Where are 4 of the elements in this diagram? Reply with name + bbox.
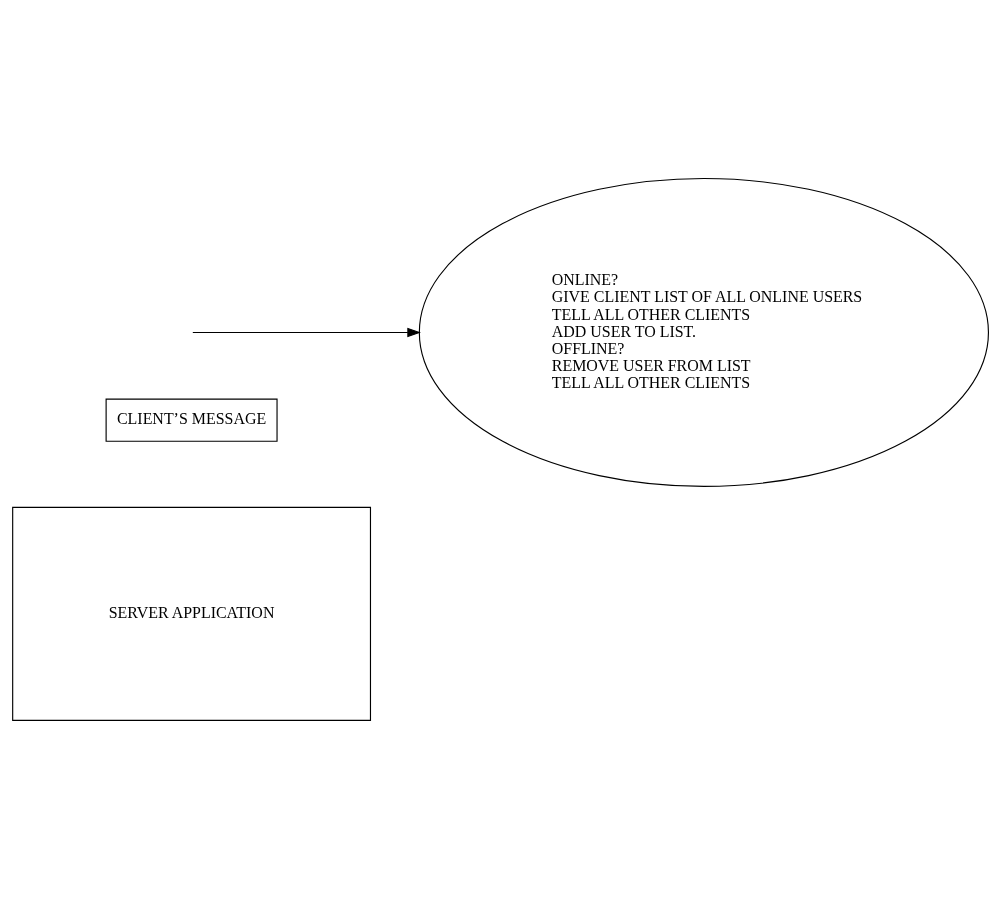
arrow [192, 327, 421, 337]
node-ellipse: ONLINE? GIVE CLIENT LIST OF ALL ONLINE USERS TELL ALL OTHER CLIENTS ADD USER TO LIST. OFFLINE? REMOVE USER FROM LIST TELL ALL OTHER CLIENTS [418, 177, 989, 487]
node-box: SERVER APPLICATION [12, 506, 372, 721]
node-box: CLIENT’S MESSAGE [105, 398, 278, 442]
